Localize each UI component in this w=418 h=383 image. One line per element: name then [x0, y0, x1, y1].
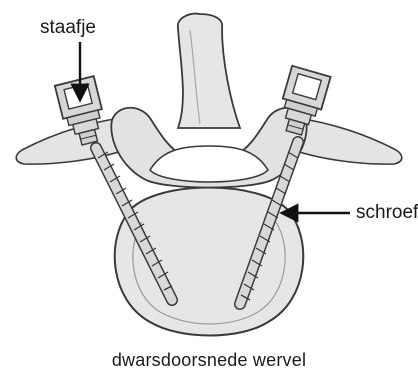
- screw-label: schroef: [356, 203, 418, 222]
- figure-caption: dwarsdoorsnede wervel: [0, 350, 418, 371]
- spinous-process: [178, 14, 240, 128]
- right-transverse-process: [293, 118, 402, 164]
- rod-label: staafje: [40, 18, 96, 37]
